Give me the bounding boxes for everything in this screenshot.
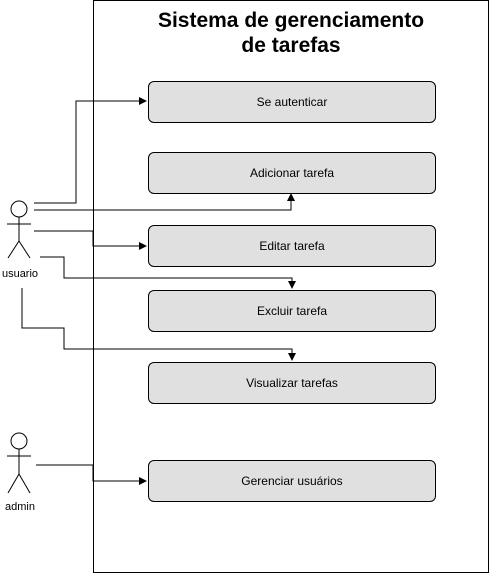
usecase-editar-tarefa[interactable]: Editar tarefa	[148, 225, 436, 267]
actor-admin-label: admin	[5, 501, 35, 513]
usecase-se-autenticar[interactable]: Se autenticar	[148, 81, 436, 123]
usecase-excluir-tarefa-label: Excluir tarefa	[256, 304, 328, 318]
actor-admin-left-leg	[7, 473, 20, 494]
association-admin-gerenciar-usuarios	[36, 464, 147, 485]
actor-admin-figure[interactable]	[7, 432, 31, 494]
actor-admin-right-leg	[18, 473, 31, 494]
actor-usuario-left-leg	[7, 240, 20, 259]
system-title: Sistema de gerenciamento de tarefas	[94, 8, 488, 58]
system-boundary	[93, 0, 489, 573]
system-title-line-2: de tarefas	[241, 34, 341, 57]
usecase-excluir-tarefa[interactable]: Excluir tarefa	[148, 290, 436, 332]
usecase-visualizar-tarefas[interactable]: Visualizar tarefas	[148, 362, 436, 404]
association-usuario-adicionar-tarefa	[34, 193, 295, 211]
association-usuario-excluir-tarefa	[40, 256, 296, 289]
actor-usuario-head	[10, 200, 28, 218]
association-usuario-visualizar-tarefas	[21, 288, 296, 361]
actor-usuario-label: usuario	[1, 268, 39, 280]
actor-usuario-figure[interactable]	[7, 200, 31, 259]
usecase-gerenciar-usuarios[interactable]: Gerenciar usuários	[148, 460, 436, 502]
usecase-editar-tarefa-label: Editar tarefa	[259, 239, 325, 253]
usecase-se-autenticar-label: Se autenticar	[256, 95, 328, 109]
usecase-visualizar-tarefas-label: Visualizar tarefas	[246, 376, 338, 390]
usecase-gerenciar-usuarios-label: Gerenciar usuários	[241, 474, 343, 488]
association-usuario-se-autenticar	[34, 97, 147, 204]
usecase-adicionar-tarefa-label: Adicionar tarefa	[249, 166, 335, 180]
system-title-line-1: Sistema de gerenciamento	[157, 9, 425, 32]
actor-admin-head	[10, 432, 28, 450]
association-usuario-editar-tarefa	[34, 230, 147, 250]
actor-usuario-right-leg	[18, 240, 31, 259]
usecase-adicionar-tarefa[interactable]: Adicionar tarefa	[148, 152, 436, 194]
